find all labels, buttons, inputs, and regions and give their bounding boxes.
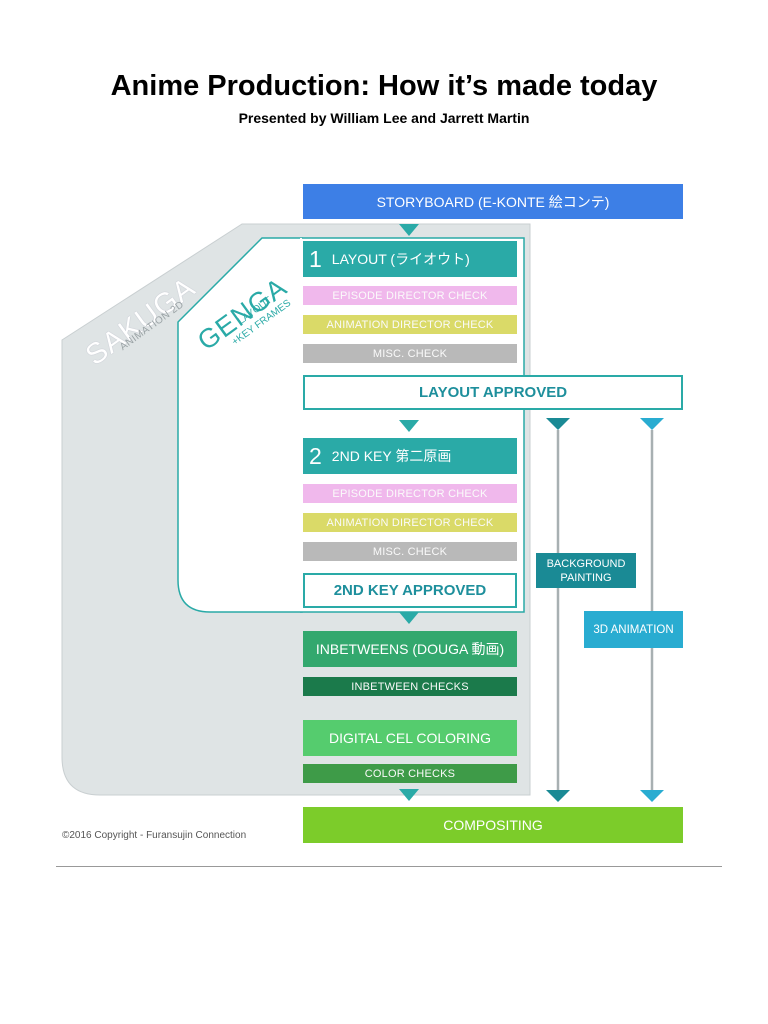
second-key-number: 2: [309, 442, 322, 469]
inbetweens-box: INBETWEENS (DOUGA 動画): [303, 631, 517, 667]
storyboard-box: STORYBOARD (E-KONTE 絵コンテ): [303, 184, 683, 219]
second-key-label: 2ND KEY 第二原画: [331, 448, 452, 464]
layout-label: LAYOUT (ライオウト): [331, 251, 470, 267]
misc-check-1: MISC. CHECK: [303, 344, 517, 363]
episode-director-check-1: EPISODE DIRECTOR CHECK: [303, 286, 517, 305]
second-key-box: 2 2ND KEY 第二原画: [303, 438, 517, 474]
layout-box: 1 LAYOUT (ライオウト): [303, 241, 517, 277]
digital-cel-coloring-box: DIGITAL CEL COLORING: [303, 720, 517, 756]
page-title: Anime Production: How it’s made today: [110, 70, 658, 102]
compositing-box: COMPOSITING: [303, 807, 683, 843]
color-checks-box: COLOR CHECKS: [303, 764, 517, 783]
episode-director-check-2: EPISODE DIRECTOR CHECK: [303, 484, 517, 503]
genga-region: [177, 237, 303, 613]
flow-arrows: [399, 224, 419, 801]
animation-3d-box: 3D ANIMATION: [584, 611, 683, 648]
animation-director-check-1: ANIMATION DIRECTOR CHECK: [303, 315, 517, 334]
second-key-approved-box: 2ND KEY APPROVED: [303, 573, 517, 608]
page-subtitle: Presented by William Lee and Jarrett Mar…: [238, 110, 530, 126]
misc-check-2: MISC. CHECK: [303, 542, 517, 561]
inbetween-checks-box: INBETWEEN CHECKS: [303, 677, 517, 696]
background-painting-box: BACKGROUND PAINTING: [536, 553, 636, 588]
layout-number: 1: [309, 245, 322, 272]
animation-director-check-2: ANIMATION DIRECTOR CHECK: [303, 513, 517, 532]
copyright-text: ©2016 Copyright - Furansujin Connection: [62, 830, 247, 841]
divider-line: [56, 866, 722, 867]
layout-approved-box: LAYOUT APPROVED: [303, 375, 683, 410]
